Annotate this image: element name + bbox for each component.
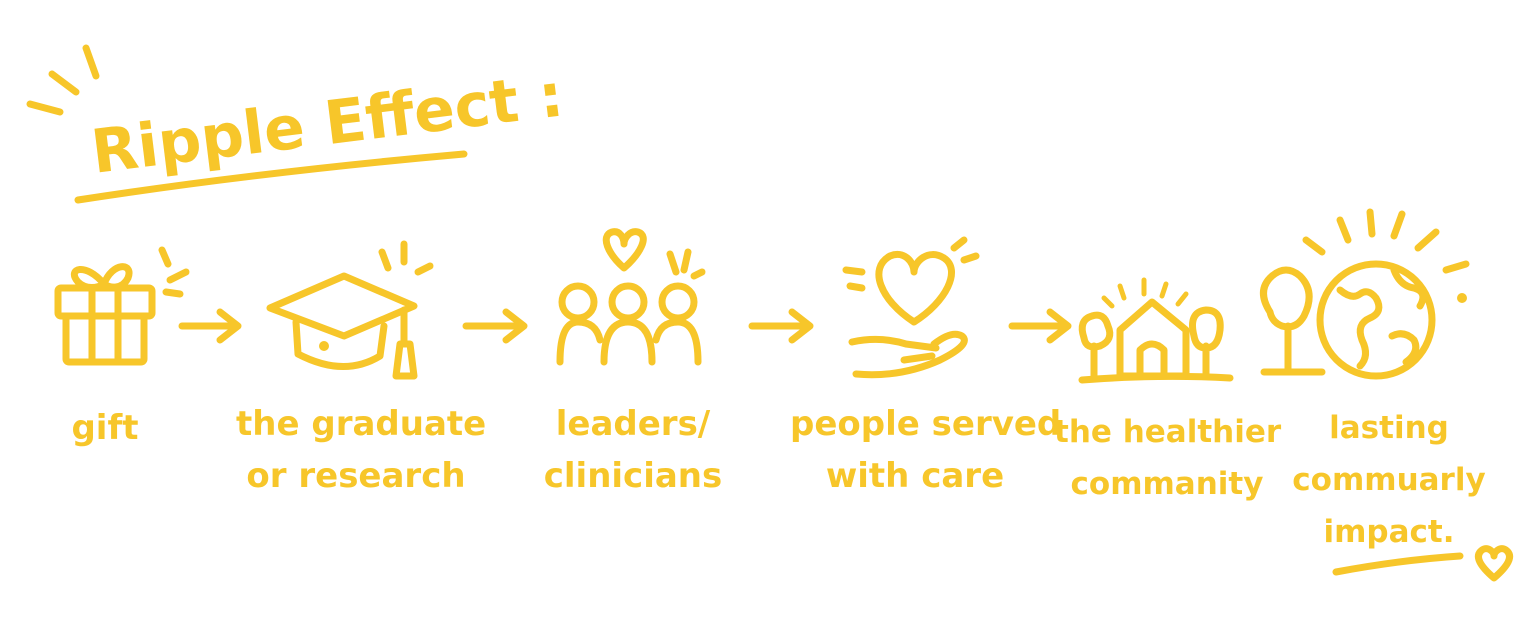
- step-label-gift: gift: [71, 408, 139, 448]
- step-label-impact: lasting commuarly impact.: [1292, 410, 1486, 550]
- graduation-cap-icon: [266, 240, 434, 380]
- gift-icon: [54, 246, 190, 366]
- arrow-icon: [1008, 308, 1072, 344]
- title-sparkle-icon: [26, 44, 100, 116]
- heart-in-hand-icon: [842, 236, 980, 379]
- people-group-icon: [556, 228, 706, 366]
- small-heart-icon: [1475, 545, 1513, 582]
- arrow-icon: [748, 308, 814, 344]
- step-label-community: the healthier commanity: [1054, 414, 1282, 502]
- house-trees-icon: [1078, 277, 1234, 384]
- step-label-leaders: leaders/ clinicians: [543, 404, 723, 496]
- step-label-graduate: the graduate or research: [236, 404, 487, 496]
- arrow-icon: [178, 308, 242, 344]
- title-underline: [74, 150, 468, 204]
- final-underline: [1332, 552, 1464, 576]
- step-label-people-served: people served with care: [790, 404, 1062, 496]
- tree-globe-icon: [1260, 208, 1470, 380]
- arrow-icon: [462, 308, 528, 344]
